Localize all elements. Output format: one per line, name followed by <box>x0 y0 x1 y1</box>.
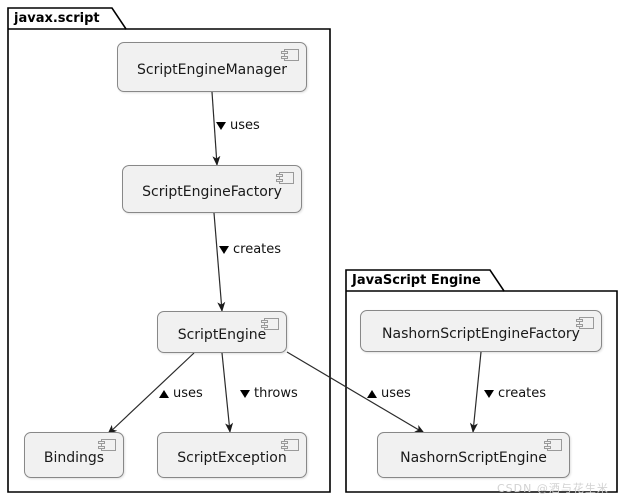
edge-label-text: uses <box>230 118 260 133</box>
component-label: ScriptException <box>177 450 287 466</box>
component-script-exception[interactable]: ScriptException <box>157 432 307 478</box>
component-label: NashornScriptEngine <box>400 450 547 466</box>
package-title-javascript-engine: JavaScript Engine <box>352 273 481 288</box>
uml-component-icon <box>261 318 279 331</box>
edge-label-engine-uses-nashorn-engine: uses <box>367 386 411 401</box>
connector-factory-creates-engine <box>213 212 226 312</box>
edge-label-engine-throws-exception: throws <box>240 386 298 401</box>
component-script-engine[interactable]: ScriptEngine <box>157 311 287 353</box>
edge-label-text: creates <box>233 242 282 257</box>
connector-nashorn-factory-creates-engine <box>469 351 482 433</box>
watermark: CSDN @酒与花生米 <box>497 482 609 495</box>
uml-component-icon <box>281 439 299 452</box>
component-nashorn-script-engine-factory[interactable]: NashornScriptEngineFactory <box>360 310 602 352</box>
direction-triangle-icon <box>367 389 377 398</box>
component-script-engine-factory[interactable]: ScriptEngineFactory <box>122 165 302 213</box>
edge-label-nashorn-factory-creates-engine: creates <box>484 386 546 401</box>
component-label: ScriptEngineManager <box>137 62 287 78</box>
uml-component-icon <box>281 49 299 62</box>
edge-label-manager-uses-factory: uses <box>216 118 260 133</box>
edge-label-text: uses <box>381 386 411 401</box>
edge-label-factory-creates-engine: creates <box>219 242 281 257</box>
component-label: ScriptEngineFactory <box>142 184 282 200</box>
connector-manager-uses-factory <box>211 91 221 166</box>
connector-engine-uses-bindings <box>107 352 195 435</box>
component-script-engine-manager[interactable]: ScriptEngineManager <box>117 42 307 92</box>
direction-triangle-icon <box>484 389 494 398</box>
edge-label-text: uses <box>173 386 203 401</box>
uml-component-icon <box>544 439 562 452</box>
uml-component-icon <box>576 317 594 330</box>
edge-label-text: throws <box>254 386 298 401</box>
direction-triangle-icon <box>240 389 250 398</box>
direction-triangle-icon <box>219 245 229 254</box>
connector-engine-uses-nashorn-engine <box>286 351 425 434</box>
component-nashorn-script-engine[interactable]: NashornScriptEngine <box>377 432 570 478</box>
component-bindings[interactable]: Bindings <box>24 432 124 478</box>
package-title-javax-script: javax.script <box>14 11 100 26</box>
uml-component-icon <box>276 172 294 185</box>
edge-label-engine-uses-bindings: uses <box>159 386 203 401</box>
component-label: NashornScriptEngineFactory <box>382 326 580 342</box>
package-frame-javax-script <box>7 7 331 493</box>
uml-component-icon <box>98 439 116 452</box>
edge-label-text: creates <box>498 386 547 401</box>
connector-engine-throws-exception <box>221 352 234 433</box>
direction-triangle-icon <box>216 121 226 130</box>
direction-triangle-icon <box>159 389 169 398</box>
component-label: Bindings <box>43 450 105 466</box>
component-label: ScriptEngine <box>177 327 267 343</box>
